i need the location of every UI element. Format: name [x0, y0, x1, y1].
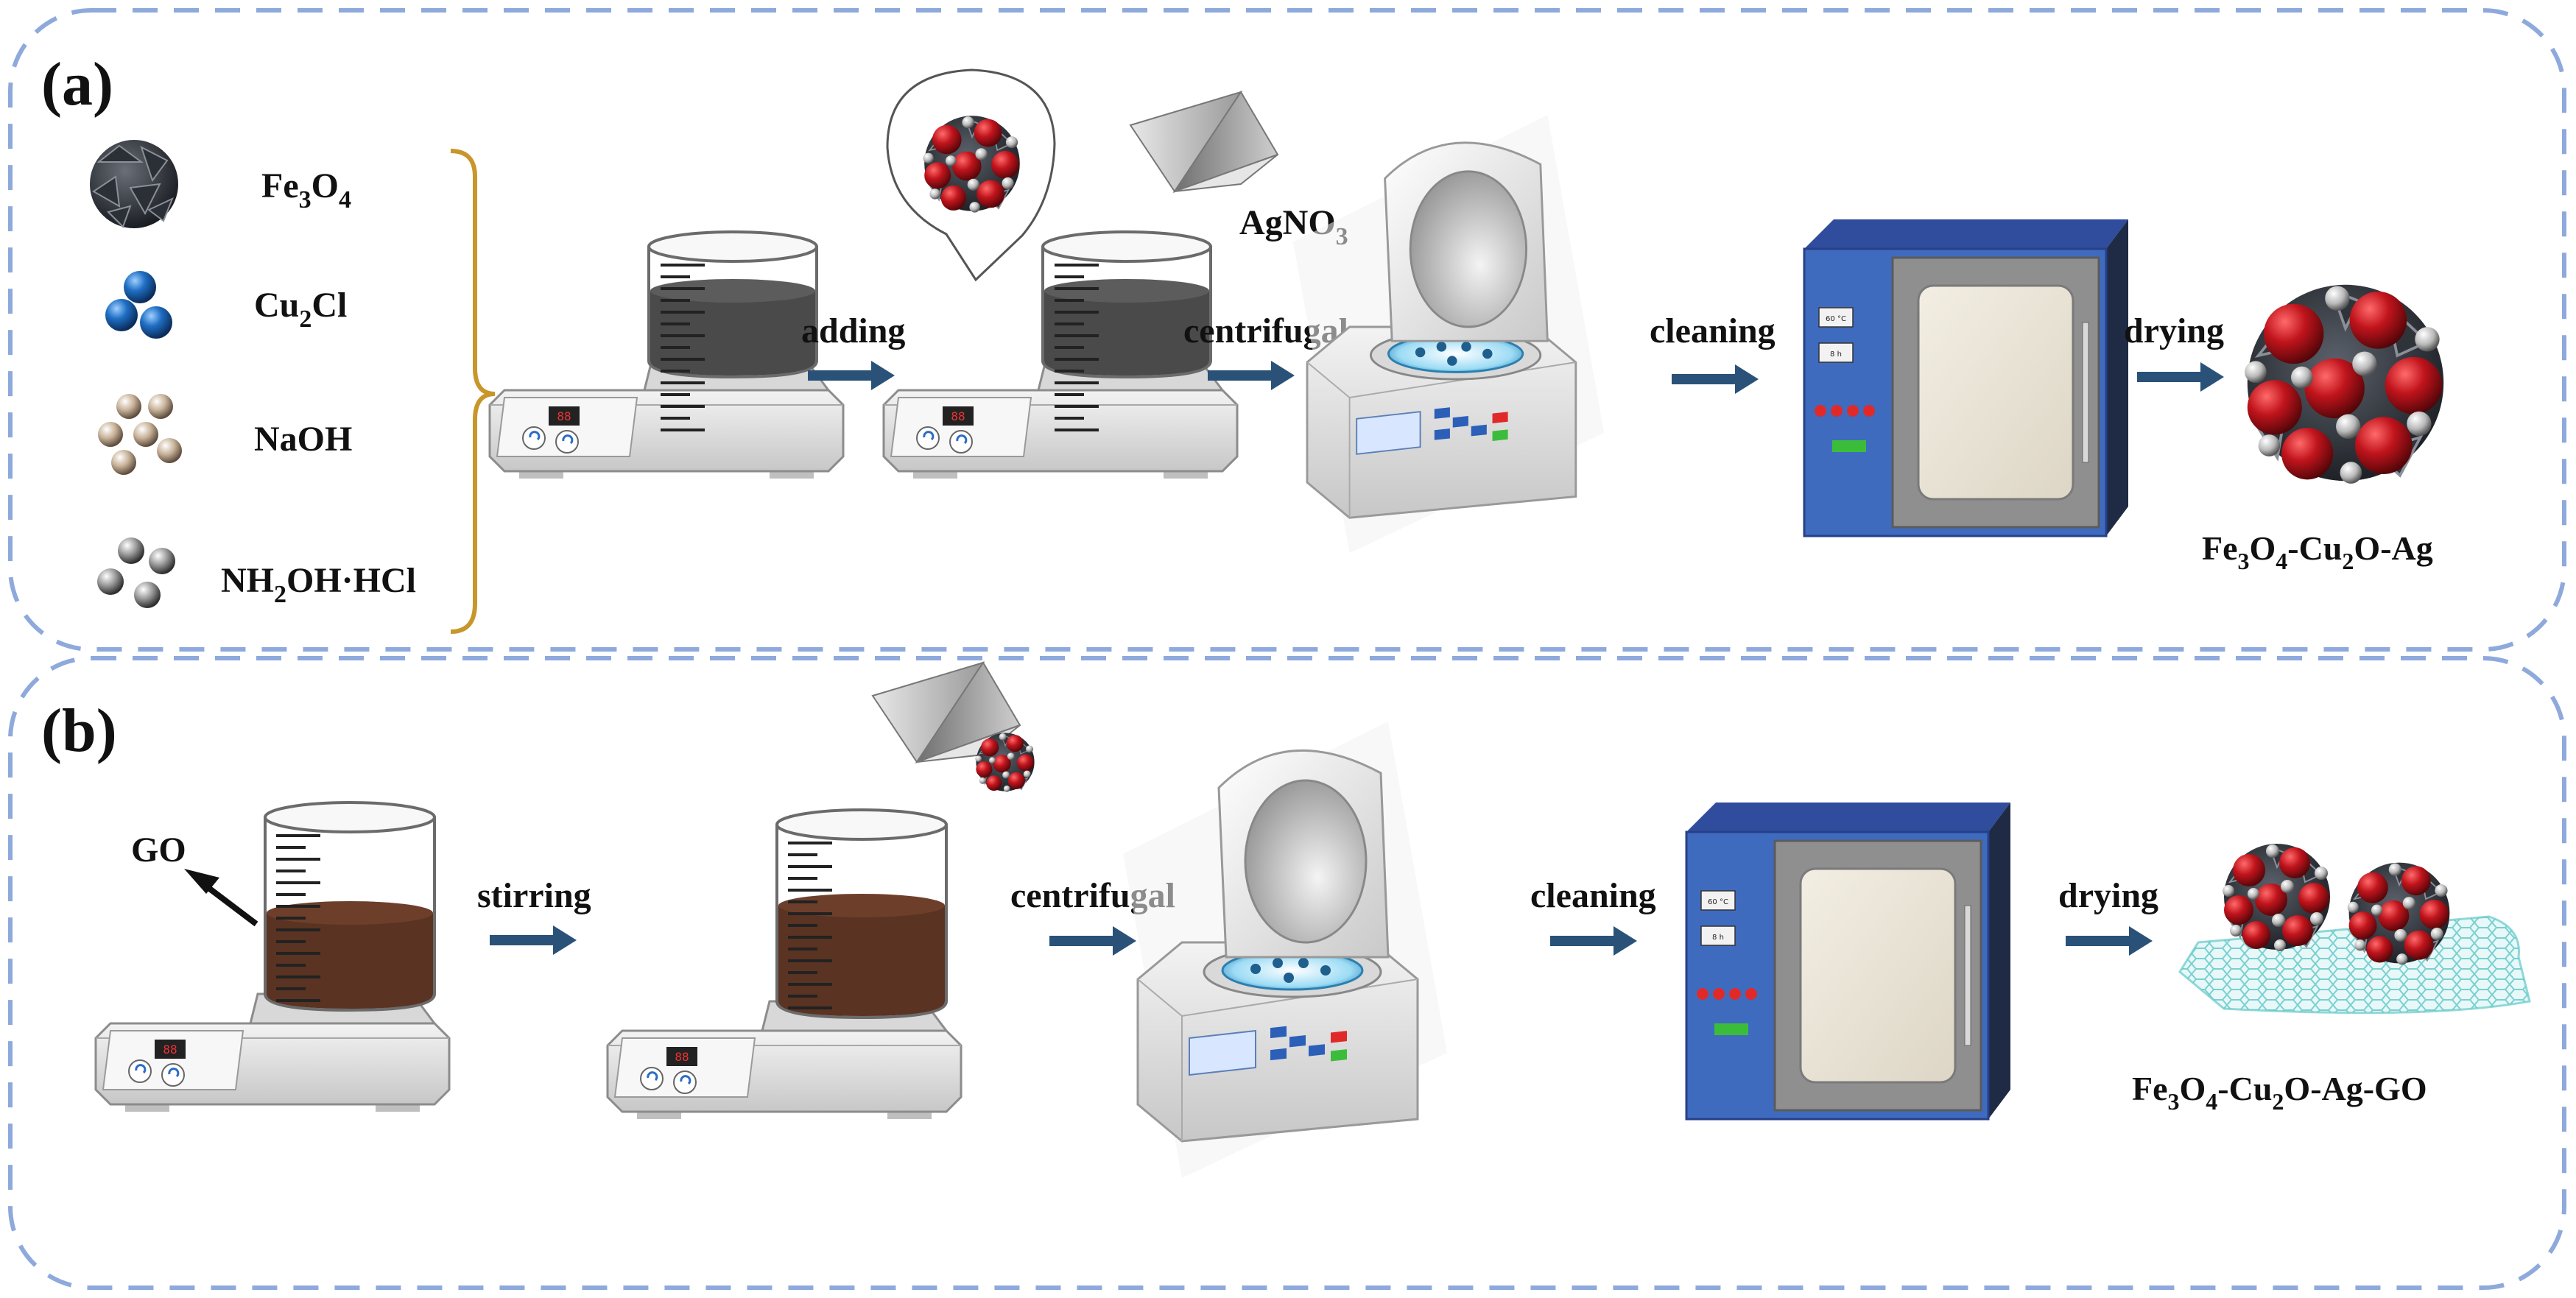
go-arrow-head: [184, 869, 219, 894]
svg-text:NH2OH·HCl: NH2OH·HCl: [221, 561, 416, 608]
stirrer-a2: [882, 230, 1239, 480]
composite-bubble: [886, 68, 1056, 282]
arrow-a4: [2137, 362, 2224, 392]
arrow-b3: [1550, 926, 1637, 956]
panel-b-frame: [8, 656, 2566, 1290]
beaker-a1: [647, 230, 818, 431]
stirrer-b1: [94, 801, 451, 1113]
step-a-cleaning: cleaning: [1650, 311, 1776, 350]
reagent-fe3o4: Fe3O4: [89, 139, 351, 229]
reagent-go: GO: [131, 830, 186, 870]
svg-text:Cu2Cl: Cu2Cl: [254, 286, 347, 333]
step-b-cleaning: cleaning: [1530, 876, 1656, 915]
reagent-nh2oh-hcl: NH2OH·HCl: [97, 537, 416, 608]
fe3o4-particle-icon: [89, 139, 179, 229]
naoh-spheres-icon: [98, 394, 182, 475]
panel-a-label: (a): [41, 50, 113, 119]
reagents-bracket: [450, 149, 496, 634]
step-a-drying: drying: [2124, 311, 2224, 350]
product-particle-icon-a: [2243, 283, 2446, 485]
centrifuge-b: [1122, 720, 1449, 1179]
panel-b-label: (b): [41, 696, 117, 765]
oven-b-temp: 60 °C: [1708, 898, 1728, 906]
step-b-drying: drying: [2058, 876, 2158, 915]
nh2oh-hcl-spheres-icon: [97, 537, 175, 608]
reagent-naoh: NaOH: [98, 394, 352, 475]
oven-a-temp: 60 °C: [1826, 315, 1846, 323]
arrow-a2: [1208, 361, 1295, 390]
beaker-b2: [775, 808, 948, 1020]
composite-particle-icon-b: [974, 732, 1035, 793]
step-b-stirring: stirring: [477, 876, 591, 915]
beaker-a2: [1041, 230, 1212, 431]
panel-a-frame: [8, 8, 2566, 652]
centrifuge-a: [1292, 113, 1605, 554]
oven-b: 60 °C 8 h: [1685, 801, 2012, 1121]
arrow-b2: [1049, 926, 1136, 956]
arrow-b4: [2066, 926, 2153, 956]
oven-b-time: 8 h: [1712, 934, 1724, 942]
beaker-b1: [264, 801, 436, 1012]
stirrer-a1: [488, 230, 845, 480]
product-a-label: Fe3O4-Cu2O-Ag: [2202, 529, 2433, 574]
oven-a: 60 °C 8 h: [1803, 218, 2130, 537]
reagent-cu2cl: Cu2Cl: [105, 271, 347, 339]
arrow-a3: [1672, 364, 1759, 394]
arrow-b1: [490, 925, 577, 955]
svg-text:NaOH: NaOH: [254, 420, 352, 459]
stirrer-b2: [606, 808, 963, 1121]
step-a-adding: adding: [801, 311, 905, 350]
svg-text:Fe3O4: Fe3O4: [261, 166, 351, 214]
product-b-label: Fe3O4-Cu2O-Ag-GO: [2132, 1070, 2427, 1115]
oven-a-time: 8 h: [1830, 350, 1842, 359]
weighing-paper-icon-a: [1130, 91, 1278, 192]
cu2cl-spheres-icon: [105, 271, 172, 339]
